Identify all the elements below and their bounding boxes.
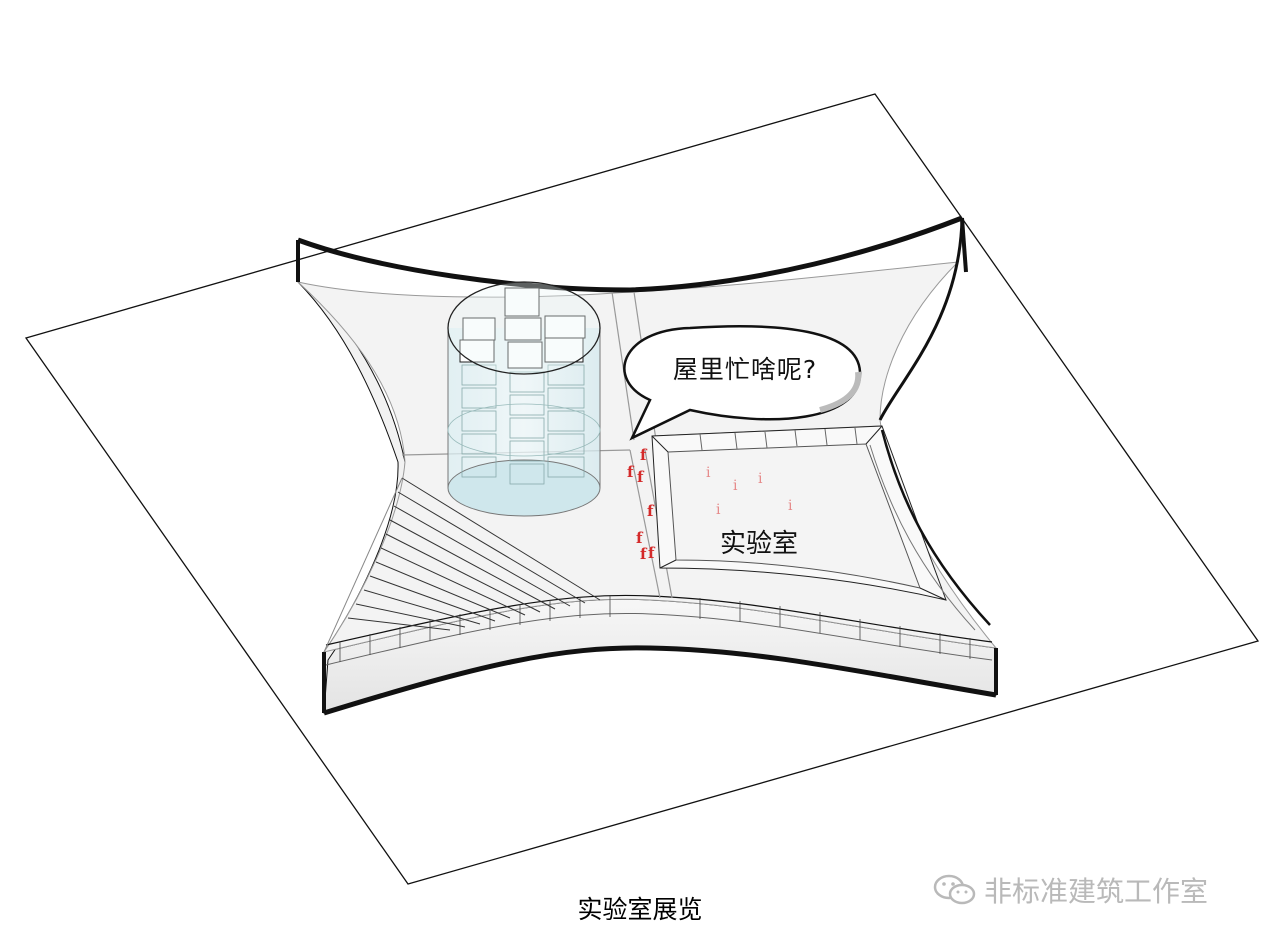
svg-text:i: i <box>706 465 711 481</box>
svg-text:i: i <box>788 498 793 514</box>
watermark-text: 非标准建筑工作室 <box>984 870 1208 910</box>
svg-text:i: i <box>758 471 763 487</box>
svg-text:i: i <box>733 478 738 494</box>
watermark: 非标准建筑工作室 <box>932 870 1208 910</box>
speech-bubble-text: 屋里忙啥呢? <box>650 350 840 386</box>
svg-text:i: i <box>716 502 721 518</box>
lab-label: 实验室 <box>720 523 798 560</box>
glass-cylinder <box>448 282 600 516</box>
wechat-icon <box>932 873 978 907</box>
